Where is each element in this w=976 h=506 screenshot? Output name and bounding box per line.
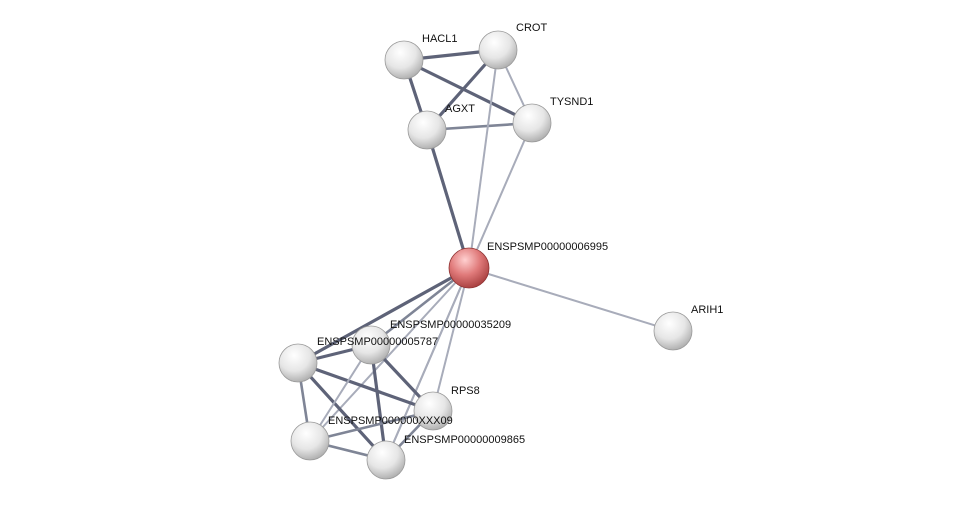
edge-layer: [296, 48, 674, 462]
node-label-p5787: ENSPSMP00000005787: [317, 336, 438, 348]
node-rps8[interactable]: [413, 391, 453, 431]
node-p9865[interactable]: [366, 440, 406, 480]
node-label-arih1: ARIH1: [691, 304, 723, 316]
node-label-crot: CROT: [516, 22, 547, 34]
node-center[interactable]: [448, 247, 490, 289]
node-label-p9865: ENSPSMP00000009865: [404, 434, 525, 446]
node-label-hacl1: HACL1: [422, 33, 457, 45]
node-tysnd1[interactable]: [512, 103, 552, 143]
edge-center-arih1: [468, 267, 674, 332]
edge-crot-center: [468, 49, 499, 269]
edge-center-p9865b: [385, 267, 470, 461]
node-label-agxt: AGXT: [445, 103, 475, 115]
node-label-pXX09: ENSPSMP000000XXX09: [328, 415, 453, 427]
node-label-p35209: ENSPSMP00000035209: [390, 319, 511, 331]
node-label-tysnd1: TYSND1: [550, 96, 593, 108]
node-pXX09[interactable]: [290, 421, 330, 461]
edge-center-p35209: [369, 266, 471, 347]
node-layer: [278, 30, 693, 480]
edge-p5787-center: [296, 266, 471, 365]
edge-hacl1-tysnd1: [402, 58, 534, 125]
label-layer: HACL1 CROT AGXT TYSND1ENSPSMP00000006995ARI…: [317, 22, 723, 446]
edge-center-pXX09: [309, 267, 470, 442]
node-hacl1[interactable]: [384, 40, 424, 80]
node-crot[interactable]: [478, 30, 518, 70]
edge-center-rps8: [432, 267, 470, 412]
node-arih1[interactable]: [653, 311, 693, 351]
edge-agxt-center: [425, 128, 471, 270]
edge-p5787-rps8: [296, 361, 435, 413]
node-label-rps8: RPS8: [451, 385, 480, 397]
node-p5787[interactable]: [278, 343, 318, 383]
edge-p5787-p9865b: [296, 361, 388, 462]
node-label-center: ENSPSMP00000006995: [487, 241, 608, 253]
edge-rps8-pXX09: [308, 409, 435, 443]
edge-tysnd1-center: [468, 122, 533, 269]
node-p35209[interactable]: [351, 325, 391, 365]
node-agxt[interactable]: [407, 110, 447, 150]
